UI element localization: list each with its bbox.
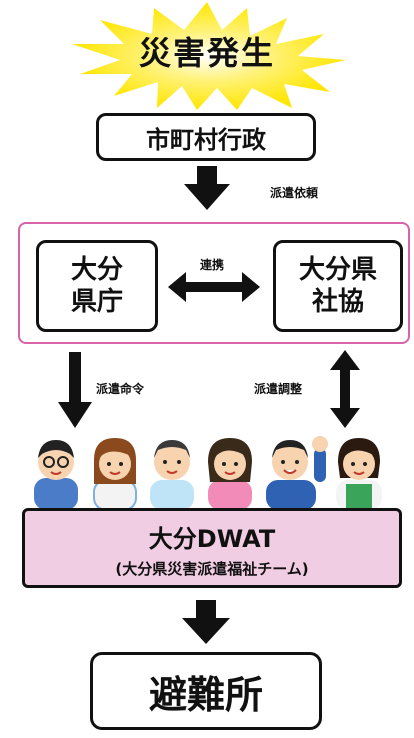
person-icon: [93, 438, 137, 510]
arrow-down-icon: [184, 166, 230, 210]
disaster-burst: 災害発生: [62, 0, 352, 110]
shelter-box: 避難所: [90, 652, 322, 730]
person-icon: [208, 438, 252, 510]
council-label: 大分県 社協: [298, 254, 377, 318]
municipality-box: 市町村行政: [96, 113, 316, 161]
arrow-down-icon: [58, 352, 92, 428]
arrow-down-icon: [182, 600, 230, 644]
person-icon: [34, 440, 78, 510]
double-arrow-icon: [168, 272, 260, 302]
shelter-label: 避難所: [148, 672, 263, 717]
dispatch-order-label: 派遣命令: [96, 382, 145, 396]
person-icon: [266, 436, 328, 510]
dispatch-adjust-label: 派遣調整: [254, 382, 303, 396]
person-icon: [150, 440, 194, 510]
dwat-subtitle: (大分県災害派遣福祉チーム): [115, 560, 309, 578]
dwat-title: 大分DWAT: [148, 525, 276, 553]
dwat-box: 大分DWAT (大分県災害派遣福祉チーム): [22, 508, 402, 588]
starburst-icon: [72, 2, 346, 110]
link-label: 連携: [200, 258, 225, 272]
person-icon: [336, 438, 382, 510]
municipality-label: 市町村行政: [146, 125, 266, 154]
council-box: 大分県 社協: [273, 240, 403, 332]
prefecture-box: 大分 県庁: [36, 240, 158, 332]
team-people-illustration: [34, 436, 382, 510]
disaster-title: 災害発生: [138, 34, 275, 72]
vertical-double-arrow-icon: [330, 350, 360, 428]
prefecture-label: 大分 県庁: [70, 254, 123, 318]
dispatch-request-label: 派遣依頼: [270, 186, 319, 200]
